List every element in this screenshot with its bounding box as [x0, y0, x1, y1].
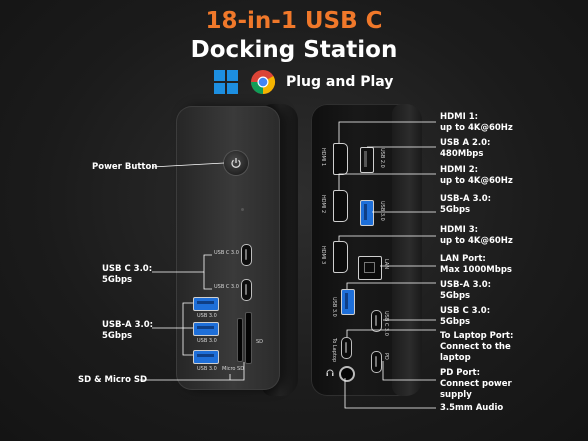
back-device-side [392, 104, 422, 396]
usbc-bottom-label: USB C 3.0 [214, 284, 239, 290]
lan-label: LAN [383, 259, 389, 270]
callout-usba20-line2: 480Mbps [440, 149, 484, 159]
usb20-label: USB 2.0 [379, 148, 385, 168]
to-laptop-label: To Laptop [331, 338, 337, 363]
callout-laptop-line1: To Laptop Port: [440, 331, 514, 341]
pd-port [371, 351, 382, 373]
windows-icon [214, 70, 238, 94]
callout-usba-line1: USB-A 3.0: [102, 320, 154, 330]
callout-hdmi1-line1: HDMI 1: [440, 112, 479, 122]
usba-port-1 [193, 297, 219, 311]
power-icon [231, 158, 241, 168]
usba-port-2 [193, 322, 219, 336]
callout-pd-line3: supply [440, 390, 472, 400]
hdmi-3-label: HDMI 3 [320, 246, 326, 265]
callout-usba30-2-line2: 5Gbps [440, 291, 471, 301]
callout-usba30-1-line1: USB-A 3.0: [440, 194, 492, 204]
callout-lan: LAN Port: Max 1000Mbps [440, 254, 512, 276]
power-button [224, 151, 248, 175]
sd-label: SD [256, 339, 264, 345]
usbc-port-bottom [241, 279, 252, 301]
callout-usba: USB-A 3.0: 5Gbps [102, 320, 153, 342]
callout-hdmi3-line2: up to 4K@60Hz [440, 236, 513, 246]
callout-hdmi3-line1: HDMI 3: [440, 225, 479, 235]
title-line-2: Docking Station [190, 37, 398, 63]
to-laptop-port [341, 337, 352, 359]
usbc-top-label: USB C 3.0 [214, 250, 239, 256]
callout-usba30-1: USB-A 3.0: 5Gbps [440, 194, 491, 216]
usbc-port-top [241, 244, 252, 266]
usba-port-3 [193, 350, 219, 364]
callout-usba20-line1: USB A 2.0: [440, 138, 491, 148]
audio-jack [339, 366, 355, 382]
callout-hdmi1: HDMI 1: up to 4K@60Hz [440, 112, 513, 134]
usbc30-port [371, 310, 382, 332]
callout-usbc30: USB C 3.0: 5Gbps [440, 306, 490, 328]
pd-label: PD [383, 353, 389, 360]
title-line-1: 18-in-1 USB C [205, 8, 383, 34]
callout-hdmi2-line2: up to 4K@60Hz [440, 176, 513, 186]
headphone-icon [326, 369, 334, 376]
usbc30-label: USB C 3.0 [383, 311, 389, 336]
callout-usbc: USB C 3.0: 5Gbps [102, 264, 152, 286]
callout-sd: SD & Micro SD [78, 375, 148, 385]
hdmi-2-port [333, 190, 348, 222]
callout-usba30-2: USB-A 3.0: 5Gbps [440, 280, 491, 302]
usba-1-label: USB 3.0 [197, 313, 217, 319]
callout-laptop-line2: Connect to the [440, 342, 511, 352]
callout-pd-line1: PD Port: [440, 368, 480, 378]
usb20-port [360, 147, 374, 173]
callout-usbc-line1: USB C 3.0: [102, 264, 153, 274]
hdmi-2-label: HDMI 2 [320, 195, 326, 214]
hdmi-1-label: HDMI 1 [320, 148, 326, 167]
micro-sd-label: Micro SD [222, 366, 245, 372]
hdmi-3-port [333, 241, 348, 273]
usb30-1-label: USB 3.0 [379, 201, 385, 221]
hdmi-1-port [333, 143, 348, 175]
callout-usbc30-line2: 5Gbps [440, 317, 471, 327]
usb30-port-2 [341, 289, 355, 315]
lan-port [358, 256, 382, 280]
callout-hdmi2-line1: HDMI 2: [440, 165, 479, 175]
callout-laptop: To Laptop Port: Connect to the laptop [440, 331, 513, 364]
callout-hdmi2: HDMI 2: up to 4K@60Hz [440, 165, 513, 187]
callout-pd: PD Port: Connect power supply [440, 368, 512, 401]
status-led [241, 208, 244, 211]
callout-usba30-1-line2: 5Gbps [440, 205, 471, 215]
front-device-body [176, 106, 280, 390]
callout-hdmi1-line2: up to 4K@60Hz [440, 123, 513, 133]
callout-usba-line2: 5Gbps [102, 331, 133, 341]
callout-pd-line2: Connect power [440, 379, 512, 389]
usba-3-label: USB 3.0 [197, 366, 217, 372]
callout-power-button: Power Button [92, 162, 158, 172]
sd-slot [245, 312, 252, 364]
callout-usbc30-line1: USB C 3.0: [440, 306, 491, 316]
callout-usbc-line2: 5Gbps [102, 275, 133, 285]
callout-hdmi3: HDMI 3: up to 4K@60Hz [440, 225, 513, 247]
callout-audio: 3.5mm Audio [440, 403, 504, 413]
callout-lan-line2: Max 1000Mbps [440, 265, 512, 275]
callout-lan-line1: LAN Port: [440, 254, 486, 264]
usb30-port-1 [360, 200, 374, 226]
plug-and-play-text: Plug and Play [286, 74, 394, 90]
callout-laptop-line3: laptop [440, 353, 471, 363]
callout-usba30-2-line1: USB-A 3.0: [440, 280, 492, 290]
callout-usba20: USB A 2.0: 480Mbps [440, 138, 490, 160]
usba-2-label: USB 3.0 [197, 338, 217, 344]
chrome-icon [251, 70, 276, 94]
usb30-2-label: USB 3.0 [331, 297, 337, 317]
micro-sd-slot [237, 318, 243, 362]
plug-and-play-row: Plug and Play [214, 68, 393, 96]
